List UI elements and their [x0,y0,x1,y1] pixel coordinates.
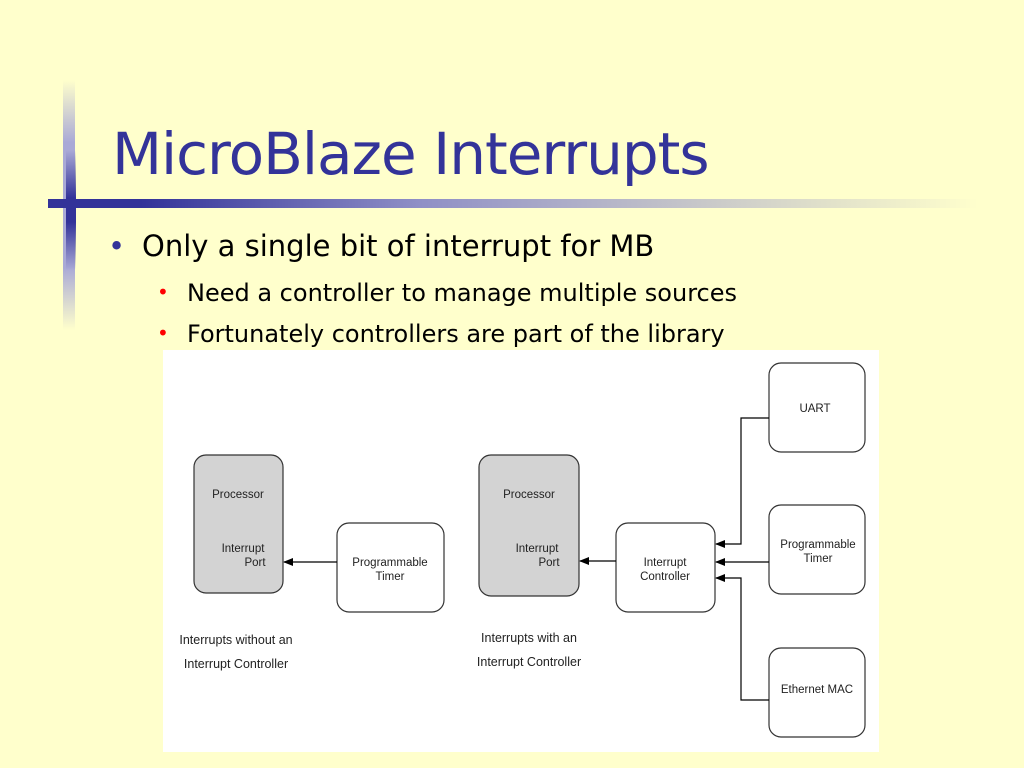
ethernet-box [768,647,866,738]
port-label-left-line2: Port [244,557,266,569]
port-label-left-line1: Interrupt [222,543,266,555]
interrupt-diagram: Processor Interrupt Port Programmable Ti… [163,350,879,752]
uart-box [768,362,866,453]
processor-box-left [193,454,284,594]
caption-right-line1: Interrupts with an [481,631,577,645]
slide-title: MicroBlaze Interrupts [112,120,710,188]
caption-right-line2: Interrupt Controller [477,655,581,669]
timer-box-left [336,522,445,613]
bullet-dot: • [157,321,169,345]
port-label-right-line2: Port [538,557,560,569]
timer-label-left-line1: Programmable [352,557,427,569]
port-label-right-line1: Interrupt [516,543,560,555]
processor-label-left: Processor [212,489,264,501]
timer-label-right-line2: Timer [804,553,833,565]
timer-label-right-line1: Programmable [780,539,855,551]
timer-label-left-line2: Timer [376,571,405,583]
bullet-level2: • Fortunately controllers are part of the… [157,320,725,348]
bullet-level1: • Only a single bit of interrupt for MB [108,229,654,263]
interrupt-controller-box [615,522,716,613]
diagram-svg: Processor Interrupt Port Programmable Ti… [179,362,866,738]
decorative-horizontal-rule [48,199,978,208]
uart-label: UART [799,403,830,415]
ethernet-label: Ethernet MAC [781,684,853,696]
bullet-dot: • [108,229,126,263]
processor-box-right [478,454,580,597]
controller-label-line2: Controller [640,571,690,583]
bullet-text: Fortunately controllers are part of the … [187,320,725,348]
timer-box-right [768,504,866,595]
bullet-dot: • [157,280,169,304]
decorative-vertical-bar-core [66,150,76,270]
bullet-text: Need a controller to manage multiple sou… [187,279,737,307]
caption-left-line2: Interrupt Controller [184,657,288,671]
arrow-uart-to-controller [715,417,769,548]
bullet-level2: • Need a controller to manage multiple so… [157,279,737,307]
controller-label-line1: Interrupt [644,557,688,569]
processor-label-right: Processor [503,489,555,501]
bullet-text: Only a single bit of interrupt for MB [142,229,655,263]
arrow-ethernet-to-controller [715,574,769,701]
caption-left-line1: Interrupts without an [179,633,292,647]
